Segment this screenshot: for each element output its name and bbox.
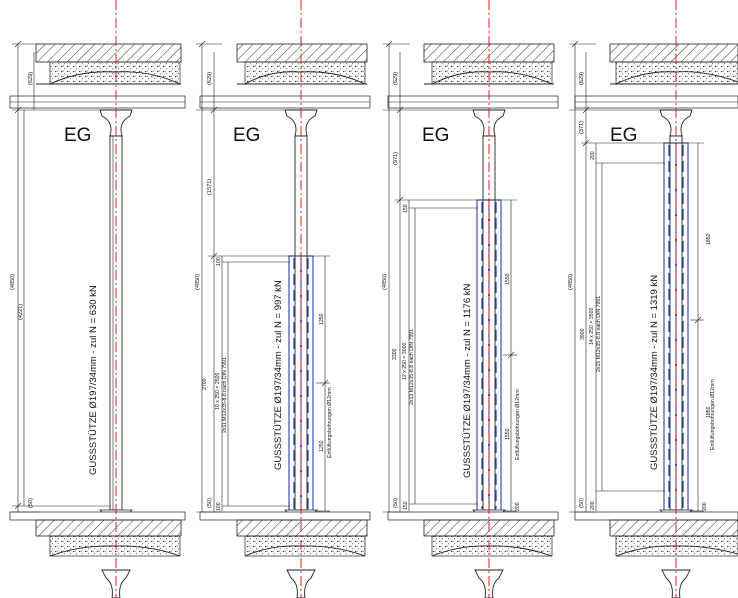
- dim-bottom: (50): [28, 498, 34, 508]
- ceiling-slab-top: [574, 43, 738, 109]
- dim-bottom: (50): [207, 498, 213, 508]
- dim-edge-top: 100: [216, 257, 222, 266]
- dim-bolt-spacing: 10 x 250 = 2500: [215, 373, 221, 410]
- column-label: GUSSSTÜTZE Ø197/34mm - zul N = 1319 kN: [649, 275, 660, 470]
- dim-edge-bottom: 200: [590, 501, 596, 510]
- vent-note: Entlüftungsbohrungen Ø12mm: [710, 379, 716, 450]
- vent-note: Entlüftungsbohrungen Ø12mm: [327, 387, 333, 458]
- panel-1: EG (629) (4850) (4221) (50) GUSSSTÜTZE Ø…: [9, 0, 186, 598]
- floor-slab-bottom: [387, 509, 559, 598]
- dim-upper: (1571): [207, 179, 213, 195]
- dim-reinforcement-length: 2700: [202, 378, 208, 390]
- dim-edge-top: 150: [403, 204, 409, 213]
- floor-slab-bottom: [574, 509, 738, 598]
- dim-edge-bottom: 100: [216, 502, 222, 511]
- dim-bolt-spacing: 12 x 250 = 3000: [402, 343, 408, 380]
- dim-shaft: (4221): [18, 304, 24, 320]
- floor-label: EG: [422, 125, 449, 146]
- floor-slab-bottom: [199, 509, 371, 598]
- dim-bolt-spacing: 14 x 250 = 3500: [589, 308, 595, 345]
- dim-edge-bottom: 150: [403, 501, 409, 510]
- dim-top: (629): [393, 72, 399, 85]
- dimension-lines: [569, 40, 704, 513]
- panel-4: EG (629) (371) (4850) (50) 200 200 3: [568, 0, 738, 598]
- floor-label: EG: [610, 125, 637, 146]
- dim-segment-lower: 1850: [706, 406, 712, 418]
- dimension-lines: [383, 40, 517, 513]
- dim-top: (629): [28, 72, 34, 85]
- dim-upper: (371): [579, 121, 585, 134]
- dim-total: (4850): [10, 274, 16, 290]
- dim-segment-upper: 1550: [505, 273, 511, 285]
- dim-edge-top: 200: [590, 151, 596, 160]
- dim-end-bottom: 200: [702, 502, 708, 511]
- dim-reinforcement-length: 3300: [392, 348, 398, 360]
- dim-segment-lower: 1250: [319, 440, 325, 452]
- dimension-lines: [12, 40, 110, 513]
- dim-segment-lower: 1550: [505, 428, 511, 440]
- dim-end-bottom: 200: [515, 502, 521, 511]
- dim-top: (629): [207, 72, 213, 85]
- floor-label: EG: [233, 125, 260, 146]
- bolt-spec: 2x11 M12x35-8.8 nach DIN 7991: [222, 357, 228, 433]
- dim-segment-upper: 1850: [706, 233, 712, 245]
- dim-total: (4850): [568, 274, 574, 290]
- panel-2: EG (629) (1571) (4850) (50) 100 1: [195, 0, 371, 598]
- dimension-lines: [196, 40, 330, 513]
- dim-total: (4850): [382, 274, 388, 290]
- floor-slab-bottom: [9, 509, 186, 598]
- bolt-spec: 2x15 M12x35-8.8 nach DIN 7991: [596, 296, 602, 372]
- ceiling-slab-top: [387, 43, 559, 109]
- vent-note: Entlüftungsbohrungen Ø12mm: [515, 389, 521, 460]
- dim-bottom: (50): [579, 498, 585, 508]
- floor-label: EG: [64, 125, 91, 146]
- panel-3: EG (629) (971) (4850) (50) 150 150 3300: [382, 0, 559, 598]
- column-label: GUSSSTÜTZE Ø197/34mm - zul N = 1176 kN: [462, 283, 473, 478]
- column-label: GUSSSTÜTZE Ø197/34mm - zul N = 630 kN: [88, 285, 99, 475]
- dim-reinforcement-length: 3900: [580, 328, 586, 340]
- dim-total: (4850): [195, 274, 201, 290]
- dim-segment-upper: 1250: [319, 313, 325, 325]
- ceiling-slab-top: [199, 43, 371, 109]
- dim-upper: (971): [393, 152, 399, 165]
- dim-top: (629): [579, 72, 585, 85]
- ceiling-slab-top: [9, 43, 186, 109]
- dim-bottom: (50): [393, 498, 399, 508]
- column-label: GUSSSTÜTZE Ø197/34mm - zul N = 997 kN: [273, 280, 284, 470]
- bolt-spec: 2x13 M12x35-8.8 nach DIN 7991: [409, 329, 415, 405]
